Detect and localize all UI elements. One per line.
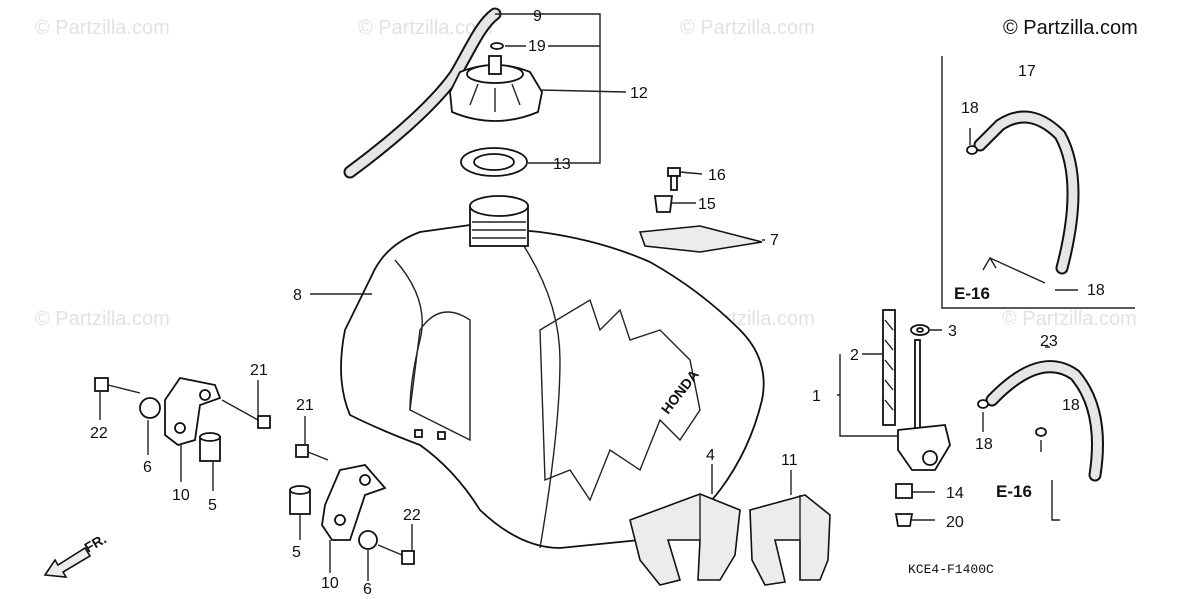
callout-number: 9 <box>533 8 542 25</box>
tank-mark-part <box>638 225 763 253</box>
callout-number: 15 <box>698 196 716 213</box>
callout-number: 3 <box>948 323 957 340</box>
callouts: 9 19 12 13 16 15 7 8 17 18 18 3 2 1 23 1… <box>90 8 1105 598</box>
watermark-text: © Partzilla.com <box>358 17 493 39</box>
bracket-assembly <box>94 377 271 462</box>
reference-label: E-16 <box>996 482 1032 501</box>
callout-number: 13 <box>553 156 571 173</box>
callout-number: 1 <box>812 388 821 405</box>
callout-number: 6 <box>363 581 372 598</box>
callout-number: 18 <box>1087 282 1105 299</box>
bracket-assembly <box>289 444 415 565</box>
clip-part <box>490 42 504 50</box>
tank-rubber-part <box>749 494 831 586</box>
callout-number: 11 <box>781 452 798 469</box>
callout-number: 20 <box>946 514 964 531</box>
watermark-text: © Partzilla.com <box>680 17 815 39</box>
callout-number: 21 <box>296 397 314 414</box>
leader-lines <box>99 13 1078 581</box>
callout-number: 18 <box>961 100 979 117</box>
breather-hose <box>343 7 502 179</box>
callout-number: 4 <box>706 447 715 464</box>
callout-number: 5 <box>292 544 301 561</box>
direction-arrow: FR. <box>43 530 109 578</box>
reference-label: E-16 <box>954 284 990 303</box>
callout-number: 22 <box>90 425 108 442</box>
fuel-hose <box>977 360 1104 482</box>
bolt-part <box>667 167 681 191</box>
watermark-layer: © Partzilla.com © Partzilla.com © Partzi… <box>35 17 1137 330</box>
callout-number: 22 <box>403 507 421 524</box>
fuel-valve <box>882 309 951 527</box>
copyright-text: © Partzilla.com <box>1003 17 1138 39</box>
watermark-text: © Partzilla.com <box>1002 308 1137 330</box>
callout-number: 2 <box>850 347 859 364</box>
callout-number: 18 <box>975 436 993 453</box>
callout-number: 17 <box>1018 63 1036 80</box>
fuel-tank: HONDA <box>340 195 765 549</box>
callout-number: 19 <box>528 38 546 55</box>
callout-number: 16 <box>708 167 726 184</box>
watermark-text: © Partzilla.com <box>35 308 170 330</box>
callout-number: 18 <box>1062 397 1080 414</box>
collar-part <box>653 195 674 213</box>
callout-number: 21 <box>250 362 268 379</box>
cap-gasket <box>460 147 528 177</box>
callout-number: 10 <box>172 487 190 504</box>
callout-number: 8 <box>293 287 302 304</box>
diagram-code: KCE4-F1400C <box>908 562 994 577</box>
callout-number: 12 <box>630 85 648 102</box>
callout-number: 14 <box>946 485 964 502</box>
tank-rubber-part <box>629 493 741 586</box>
detail-box <box>941 56 1135 309</box>
callout-number: 10 <box>321 575 339 592</box>
callout-number: 6 <box>143 459 152 476</box>
fuel-cap <box>449 55 543 122</box>
callout-number: 7 <box>770 232 779 249</box>
callout-number: 23 <box>1040 333 1058 350</box>
watermark-text: © Partzilla.com <box>35 17 170 39</box>
callout-number: 5 <box>208 497 217 514</box>
